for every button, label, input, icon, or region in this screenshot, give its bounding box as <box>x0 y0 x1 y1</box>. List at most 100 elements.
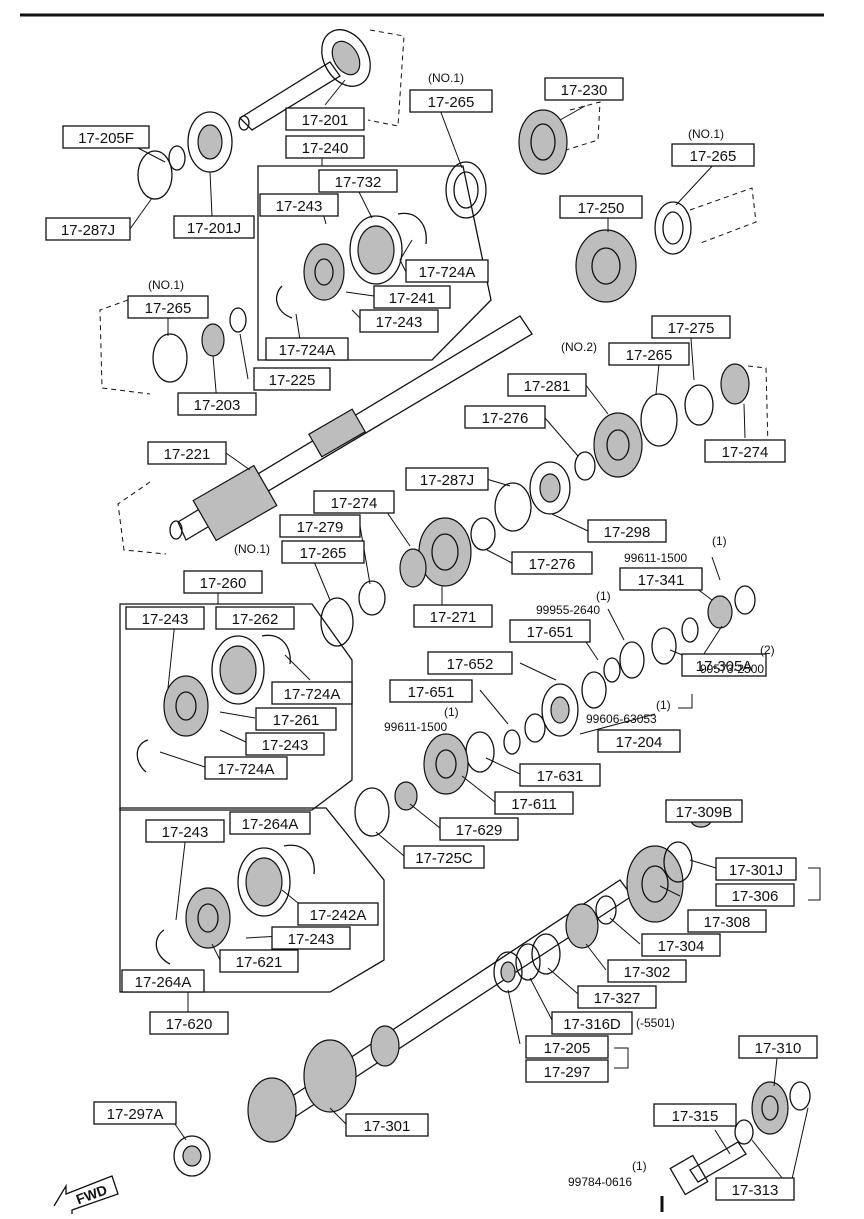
label-17-240[interactable]: 17-240 <box>285 135 365 159</box>
label-17-629[interactable]: 17-629 <box>439 817 519 841</box>
label-17-243-d[interactable]: 17-243 <box>245 732 325 756</box>
label-17-260[interactable]: 17-260 <box>183 570 263 594</box>
label-17-724A-a[interactable]: 17-724A <box>405 259 489 283</box>
label-17-201[interactable]: 17-201 <box>285 107 365 131</box>
label-17-287J-a[interactable]: 17-287J <box>45 217 131 241</box>
label-17-301J[interactable]: 17-301J <box>715 857 797 881</box>
svg-text:17-297A: 17-297A <box>107 1106 164 1123</box>
note-qty-1-d: (1) <box>444 705 459 719</box>
label-17-271[interactable]: 17-271 <box>413 604 493 628</box>
svg-text:17-287J: 17-287J <box>420 472 474 489</box>
leader-lines <box>129 79 821 1189</box>
note-qty-2: (2) <box>760 643 775 657</box>
svg-text:17-265: 17-265 <box>626 347 673 364</box>
label-17-631[interactable]: 17-631 <box>519 763 601 787</box>
label-17-304[interactable]: 17-304 <box>641 933 721 957</box>
label-17-225[interactable]: 17-225 <box>253 367 331 391</box>
label-17-313[interactable]: 17-313 <box>715 1177 795 1201</box>
label-17-205[interactable]: 17-205 <box>525 1035 609 1059</box>
label-17-327[interactable]: 17-327 <box>577 985 657 1009</box>
label-17-264A-a[interactable]: 17-264A <box>229 811 311 835</box>
label-17-204[interactable]: 17-204 <box>597 729 681 753</box>
label-17-242A[interactable]: 17-242A <box>297 902 379 926</box>
label-17-265-c[interactable]: 17-265 <box>127 295 209 319</box>
label-17-302[interactable]: 17-302 <box>607 959 687 983</box>
label-17-308[interactable]: 17-308 <box>687 909 767 933</box>
label-17-276-b[interactable]: 17-276 <box>511 551 593 575</box>
svg-text:17-274: 17-274 <box>722 444 769 461</box>
label-17-243-a[interactable]: 17-243 <box>259 193 339 217</box>
note-no1-d: (NO.1) <box>234 542 270 556</box>
note-qty-1-b: (1) <box>596 589 611 603</box>
label-17-221[interactable]: 17-221 <box>147 441 227 465</box>
fwd-arrow-icon <box>53 1175 119 1214</box>
label-17-651-a[interactable]: 17-651 <box>509 619 591 643</box>
label-17-274-b[interactable]: 17-274 <box>313 490 395 514</box>
label-17-341[interactable]: 17-341 <box>619 567 703 591</box>
label-17-243-e[interactable]: 17-243 <box>145 819 225 843</box>
svg-text:17-725C: 17-725C <box>415 850 473 867</box>
label-17-274-a[interactable]: 17-274 <box>704 439 786 463</box>
label-17-301[interactable]: 17-301 <box>345 1113 429 1137</box>
label-17-724A-b[interactable]: 17-724A <box>265 337 349 361</box>
label-17-651-b[interactable]: 17-651 <box>389 679 473 703</box>
label-17-275[interactable]: 17-275 <box>651 315 731 339</box>
svg-text:17-243: 17-243 <box>288 931 335 948</box>
label-17-620[interactable]: 17-620 <box>149 1011 229 1035</box>
label-17-621[interactable]: 17-621 <box>219 949 299 973</box>
part-drawings <box>99 29 811 1212</box>
svg-text:17-276: 17-276 <box>482 410 529 427</box>
label-17-316D[interactable]: 17-316D <box>551 1011 633 1035</box>
svg-text:17-201J: 17-201J <box>187 220 241 237</box>
label-17-205F[interactable]: 17-205F <box>62 125 150 149</box>
svg-text:17-276: 17-276 <box>529 556 576 573</box>
label-17-276-a[interactable]: 17-276 <box>464 405 546 429</box>
svg-text:17-298: 17-298 <box>604 524 651 541</box>
label-17-243-b[interactable]: 17-243 <box>359 309 439 333</box>
svg-text:17-301J: 17-301J <box>729 862 783 879</box>
svg-text:17-313: 17-313 <box>732 1182 779 1199</box>
code-99611-1500-a: 99611-1500 <box>624 551 687 565</box>
note-qty-1-a: (1) <box>712 534 727 548</box>
code-99606-63053: 99606-63053 <box>586 712 657 726</box>
svg-text:17-309B: 17-309B <box>676 804 733 821</box>
label-17-724A-c[interactable]: 17-724A <box>271 681 353 705</box>
label-17-262[interactable]: 17-262 <box>215 606 295 630</box>
label-17-243-f[interactable]: 17-243 <box>271 926 351 950</box>
note-qty-1-c: (1) <box>656 698 671 712</box>
label-17-201J[interactable]: 17-201J <box>173 215 255 239</box>
label-17-725C[interactable]: 17-725C <box>403 845 485 869</box>
label-17-241[interactable]: 17-241 <box>373 285 451 309</box>
label-17-287J-b[interactable]: 17-287J <box>405 467 489 491</box>
svg-text:17-262: 17-262 <box>232 611 279 628</box>
label-17-250[interactable]: 17-250 <box>559 195 643 219</box>
label-17-297[interactable]: 17-297 <box>525 1059 609 1083</box>
label-17-265-e[interactable]: 17-265 <box>281 540 365 564</box>
label-17-203[interactable]: 17-203 <box>177 392 257 416</box>
label-17-265-d[interactable]: 17-265 <box>608 342 690 366</box>
label-17-265-a[interactable]: 17-265 <box>409 89 493 113</box>
svg-text:17-225: 17-225 <box>269 372 316 389</box>
label-17-243-c[interactable]: 17-243 <box>125 606 205 630</box>
svg-text:17-651: 17-651 <box>527 624 574 641</box>
label-17-305A[interactable]: 17-305A <box>681 653 767 677</box>
label-17-281[interactable]: 17-281 <box>507 373 587 397</box>
label-17-611[interactable]: 17-611 <box>494 791 574 815</box>
fwd-indicator: FWD <box>53 1175 119 1214</box>
label-17-230[interactable]: 17-230 <box>544 77 624 101</box>
label-17-264A-b[interactable]: 17-264A <box>121 969 205 993</box>
label-17-306[interactable]: 17-306 <box>715 883 795 907</box>
label-17-652[interactable]: 17-652 <box>427 651 513 675</box>
svg-text:17-242A: 17-242A <box>310 907 367 924</box>
label-17-298[interactable]: 17-298 <box>587 519 667 543</box>
label-17-265-b[interactable]: 17-265 <box>671 143 755 167</box>
label-17-724A-d[interactable]: 17-724A <box>204 756 288 780</box>
label-17-310[interactable]: 17-310 <box>738 1035 818 1059</box>
label-17-315[interactable]: 17-315 <box>653 1103 737 1127</box>
label-17-732[interactable]: 17-732 <box>318 169 398 193</box>
label-17-261[interactable]: 17-261 <box>255 707 337 731</box>
label-17-309B[interactable]: 17-309B <box>665 799 743 823</box>
label-17-297A[interactable]: 17-297A <box>93 1101 177 1125</box>
label-17-279[interactable]: 17-279 <box>279 514 361 538</box>
svg-text:17-264A: 17-264A <box>242 816 299 833</box>
